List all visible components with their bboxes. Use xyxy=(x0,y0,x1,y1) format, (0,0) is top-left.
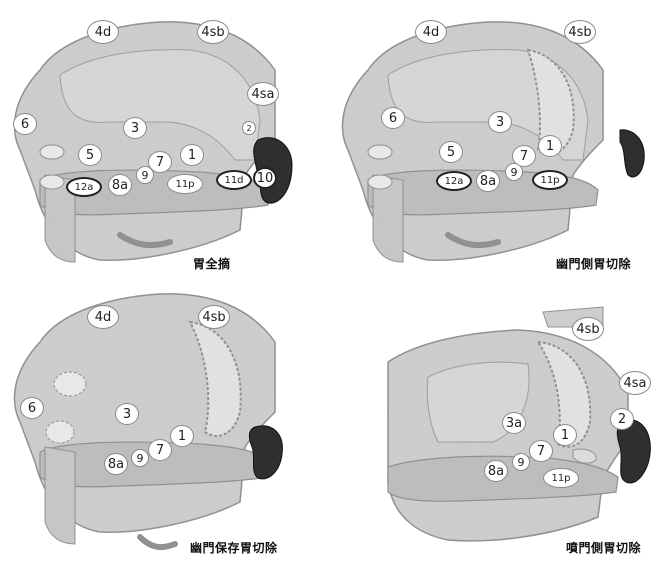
node-12a: 12a xyxy=(66,177,102,197)
stomach-illustration xyxy=(0,282,327,563)
node-11d: 11d xyxy=(216,170,252,190)
node-7: 7 xyxy=(529,440,553,462)
node-8a: 8a xyxy=(108,174,132,196)
node-6: 6 xyxy=(20,397,44,419)
node-4sa: 4sa xyxy=(619,371,651,395)
node-6: 6 xyxy=(381,107,405,129)
node-11p: 11p xyxy=(167,174,203,194)
spleen xyxy=(620,130,644,177)
stomach-illustration xyxy=(328,0,655,281)
node-11p: 11p xyxy=(532,170,568,190)
caption-distal-gastrectomy: 幽門側胃切除 xyxy=(556,255,631,272)
node-3a: 3a xyxy=(502,412,526,434)
panel-proximal-gastrectomy: 4sb 4sa 3a 2 1 7 9 8a 11p 噴門側胃切除 xyxy=(328,282,655,563)
node-10: 10 xyxy=(253,167,277,189)
node-9: 9 xyxy=(131,449,149,467)
node-1: 1 xyxy=(170,425,194,447)
node-4d: 4d xyxy=(87,305,119,329)
node-7: 7 xyxy=(148,439,172,461)
stomach-illustration xyxy=(0,0,327,281)
node-1: 1 xyxy=(553,424,577,446)
spleen xyxy=(249,426,282,479)
panel-pylorus-preserving-gastrectomy: 4d 4sb 6 3 1 7 9 8a 幽門保存胃切除 xyxy=(0,282,327,563)
node-12a: 12a xyxy=(436,171,472,191)
node-8a: 8a xyxy=(104,453,128,475)
node-3: 3 xyxy=(115,403,139,425)
node-8a: 8a xyxy=(476,170,500,192)
node-2: 2 xyxy=(610,408,634,430)
node-4d: 4d xyxy=(87,20,119,44)
node-3: 3 xyxy=(488,111,512,133)
node-9: 9 xyxy=(505,163,523,181)
node-4sb: 4sb xyxy=(198,305,230,329)
node-9: 9 xyxy=(136,166,154,184)
node-8a: 8a xyxy=(484,460,508,482)
node-1: 1 xyxy=(180,144,204,166)
stomach-illustration xyxy=(328,282,655,563)
node-9: 9 xyxy=(512,453,530,471)
node-4sb: 4sb xyxy=(572,317,604,341)
node-4sb: 4sb xyxy=(564,20,596,44)
node-4sa: 4sa xyxy=(247,82,279,106)
node-2: 2 xyxy=(242,121,256,135)
node-6: 6 xyxy=(13,113,37,135)
node-5: 5 xyxy=(78,144,102,166)
node-1: 1 xyxy=(538,135,562,157)
caption-pylorus-preserving-gastrectomy: 幽門保存胃切除 xyxy=(190,539,278,556)
caption-total-gastrectomy: 胃全摘 xyxy=(193,255,231,272)
node-4sb: 4sb xyxy=(197,20,229,44)
panel-total-gastrectomy: 4d 4sb 4sa 6 3 2 5 1 7 9 12a 8a 11p 11d … xyxy=(0,0,327,281)
node-5: 5 xyxy=(439,141,463,163)
panel-distal-gastrectomy: 4d 4sb 6 3 1 5 7 9 12a 8a 11p 幽門側胃切除 xyxy=(328,0,655,281)
caption-proximal-gastrectomy: 噴門側胃切除 xyxy=(566,539,641,556)
node-4d: 4d xyxy=(415,20,447,44)
node-11p: 11p xyxy=(543,468,579,488)
node-3: 3 xyxy=(123,117,147,139)
